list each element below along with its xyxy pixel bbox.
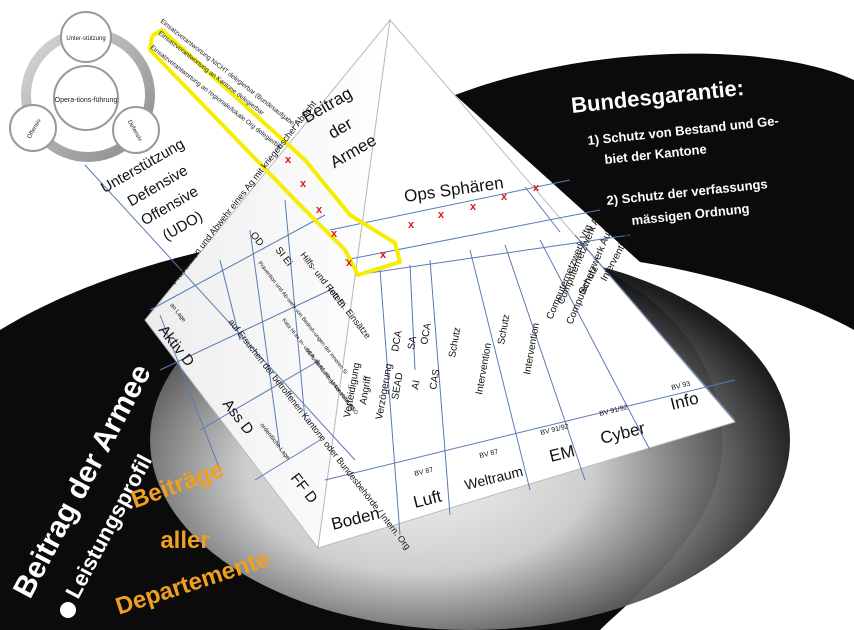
cycle-node-top (60, 11, 112, 63)
cycle-node-left (9, 104, 57, 152)
left-face-grid (84, 164, 356, 481)
arrow-icon (60, 602, 76, 618)
mark: x (380, 249, 387, 261)
task-schutz-1: Schutz (447, 326, 463, 358)
task-sead: SEAD (390, 372, 406, 401)
task-cas: CAS (428, 368, 442, 390)
pyramid-right-face (317, 18, 736, 549)
task-dca: DCA (390, 329, 405, 352)
cycle-center (53, 65, 119, 131)
dark-swoosh-upper (455, 53, 854, 331)
bv-weltraum: BV 87 (479, 449, 499, 460)
mark: x (346, 257, 353, 269)
mark: x (470, 201, 477, 213)
mark-group: x x x x x x x x x x x (285, 154, 540, 269)
cycle-top-label: Unter-stützung (66, 36, 105, 42)
mark: x (533, 182, 540, 194)
operations-cycle: Opera-tions-führung Unter-stützung Offen… (9, 11, 160, 162)
mark: x (285, 154, 292, 166)
bv-info: BV 93 (671, 381, 691, 392)
task-sa: SA (406, 335, 419, 350)
departments-line-2: aller (160, 527, 209, 554)
task-ai: AI (410, 379, 422, 390)
mark: x (300, 178, 307, 190)
cycle-center-label: Opera-tions-führung (55, 97, 118, 104)
mark: x (438, 209, 445, 221)
mark: x (408, 219, 415, 231)
mark: x (331, 228, 338, 240)
mark: x (501, 191, 508, 203)
highlight-band (148, 28, 402, 277)
task-schutz-2: Schutz (496, 313, 512, 345)
task-oca: OCA (419, 322, 434, 346)
task-angriff: Angriff (358, 375, 374, 405)
mark: x (316, 204, 323, 216)
bv-luft: BV 87 (414, 467, 434, 478)
cycle-node-right (112, 106, 160, 154)
right-face-grid (324, 179, 736, 536)
